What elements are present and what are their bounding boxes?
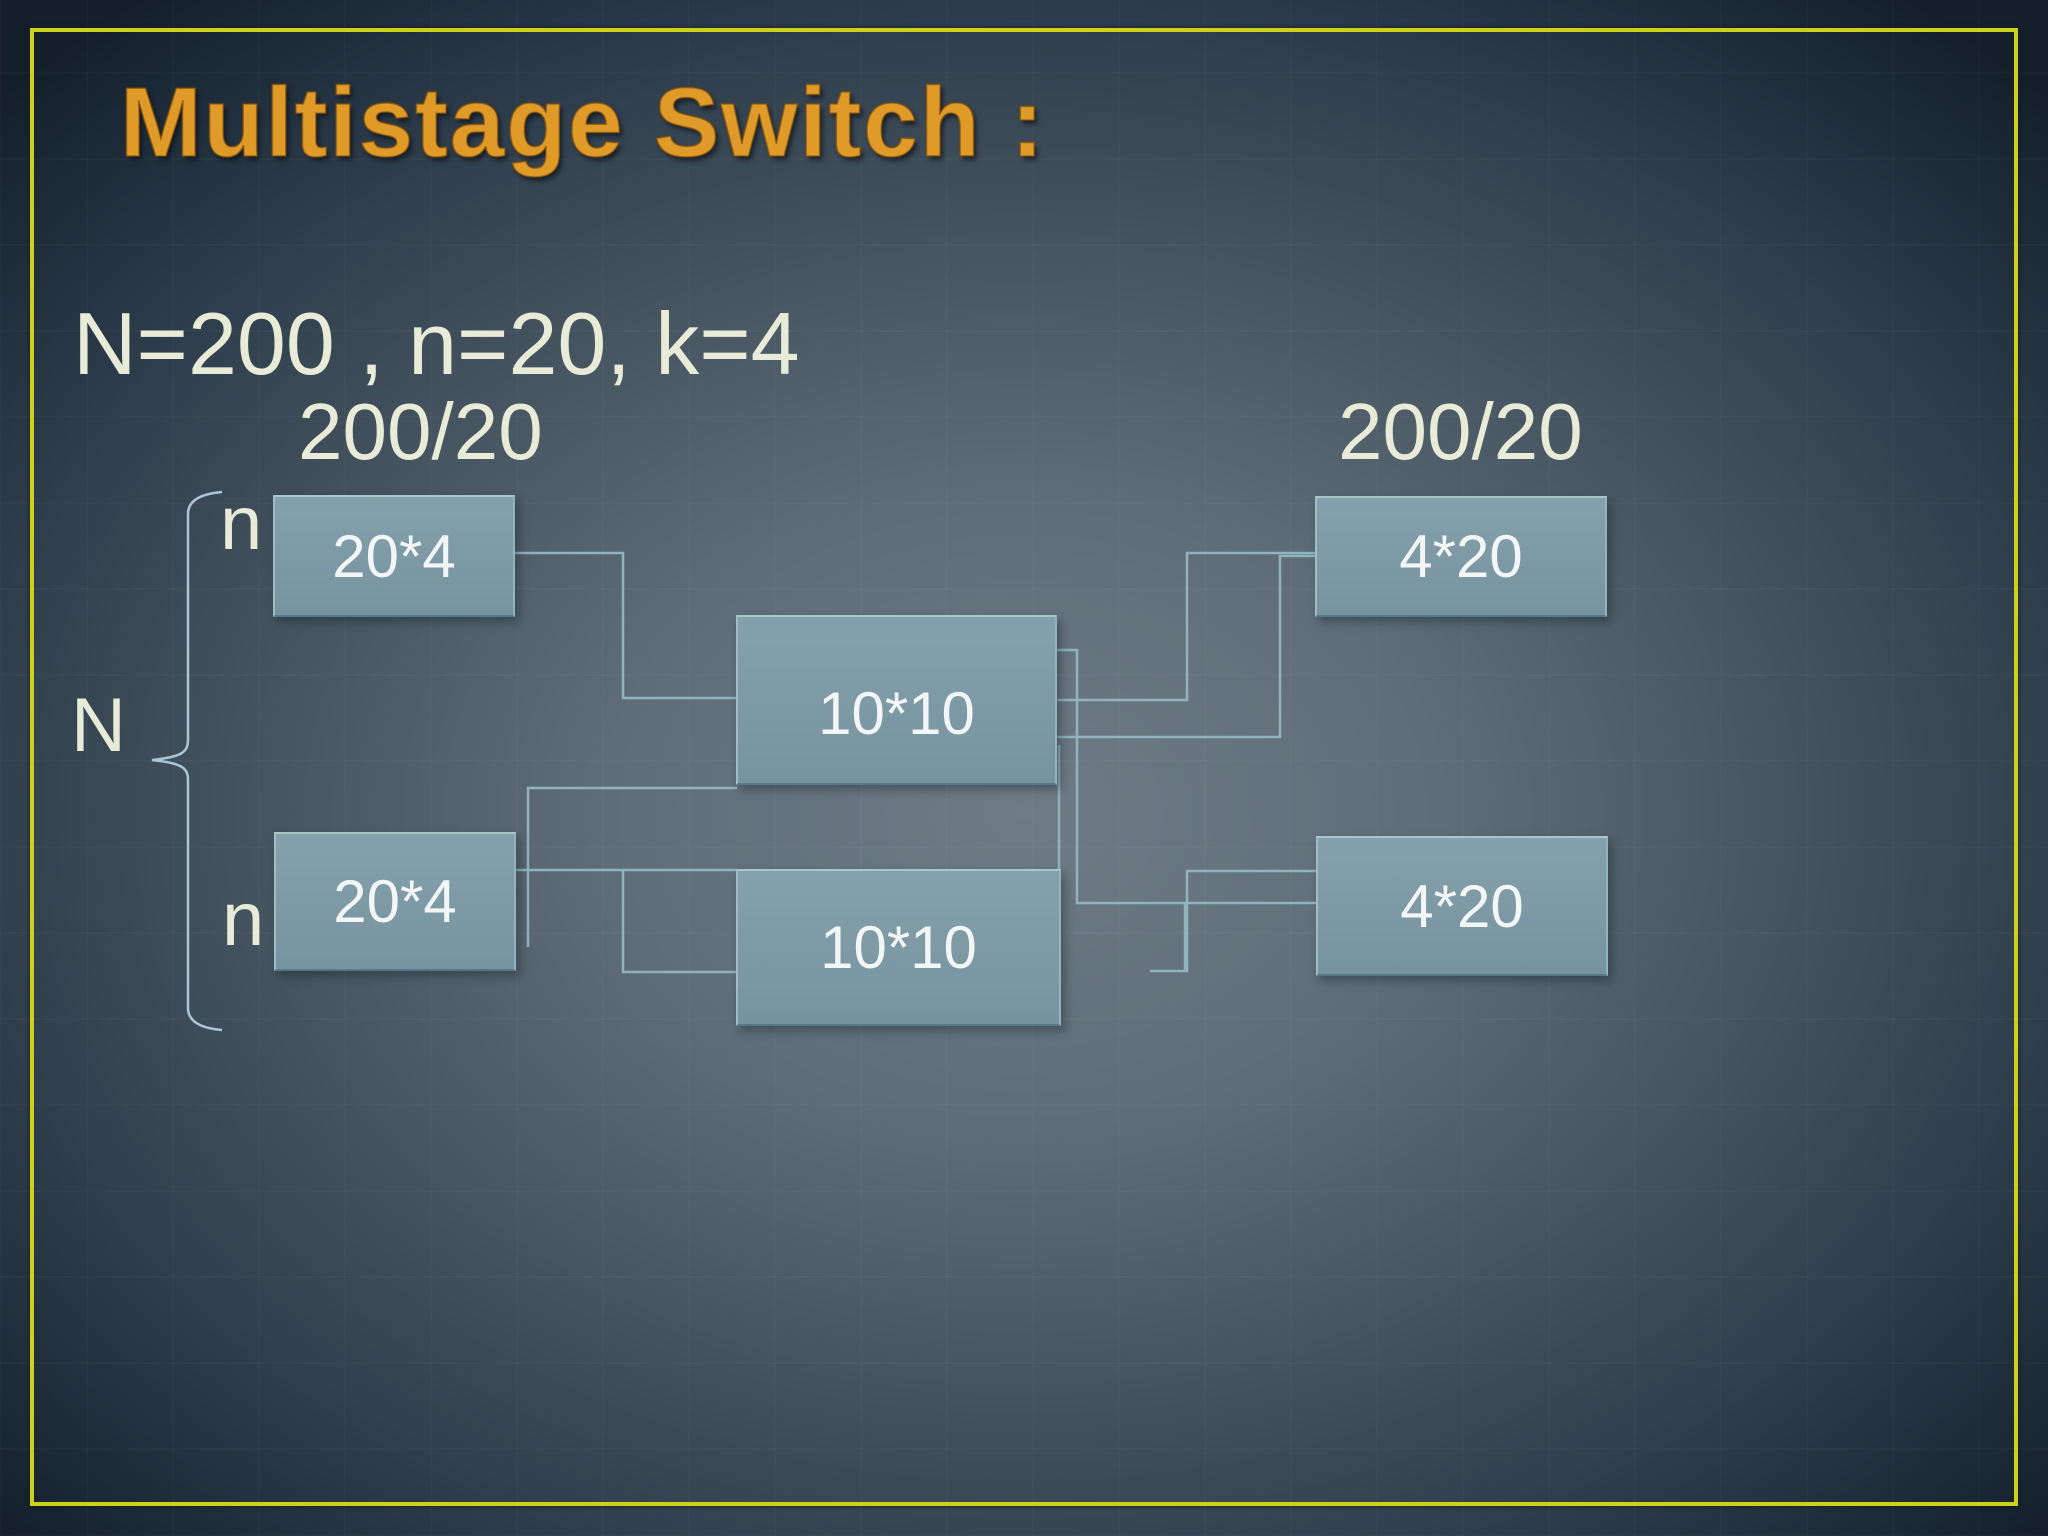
- switch-box-label: 4*20: [1400, 872, 1524, 940]
- capital-n-label: N: [71, 683, 126, 768]
- switch-box-label: 20*4: [332, 522, 456, 590]
- parameters-text: N=200 , n=20, k=4: [73, 294, 800, 393]
- switch-box-label: 20*4: [333, 868, 457, 935]
- switch-box-input-1: 20*4: [273, 495, 515, 617]
- switch-box-middle-1: 10*10: [736, 615, 1057, 785]
- left-brace: [151, 490, 223, 1032]
- connector-input2-middle1-stub: [526, 786, 737, 947]
- connector-middle2-output2-a: [1055, 648, 1318, 905]
- switch-box-input-2: 20*4: [274, 832, 516, 971]
- connector-middle1-output1-a: [1055, 551, 1317, 702]
- connector-middle1-output1-b: [1055, 554, 1317, 739]
- connector-lines: [512, 551, 1318, 974]
- switch-box-middle-2: 10*10: [736, 869, 1061, 1026]
- switch-box-output-2: 4*20: [1316, 836, 1608, 976]
- connector-input1-middle1: [512, 551, 738, 700]
- slide-title: Multistage Switch :: [119, 66, 1046, 178]
- switch-box-output-1: 4*20: [1315, 496, 1607, 617]
- switch-box-label: 10*10: [820, 914, 977, 981]
- switch-box-label: 10*10: [818, 679, 975, 747]
- connector-input2-middle2-elbow: [621, 870, 738, 974]
- n-label-bottom: n: [222, 877, 265, 962]
- switch-box-label: 4*20: [1399, 523, 1523, 590]
- n-label-top: n: [220, 481, 263, 566]
- stage-label-left: 200/20: [298, 387, 543, 476]
- stage-label-right: 200/20: [1338, 387, 1583, 476]
- connector-middle2-output2-b: [1150, 869, 1318, 973]
